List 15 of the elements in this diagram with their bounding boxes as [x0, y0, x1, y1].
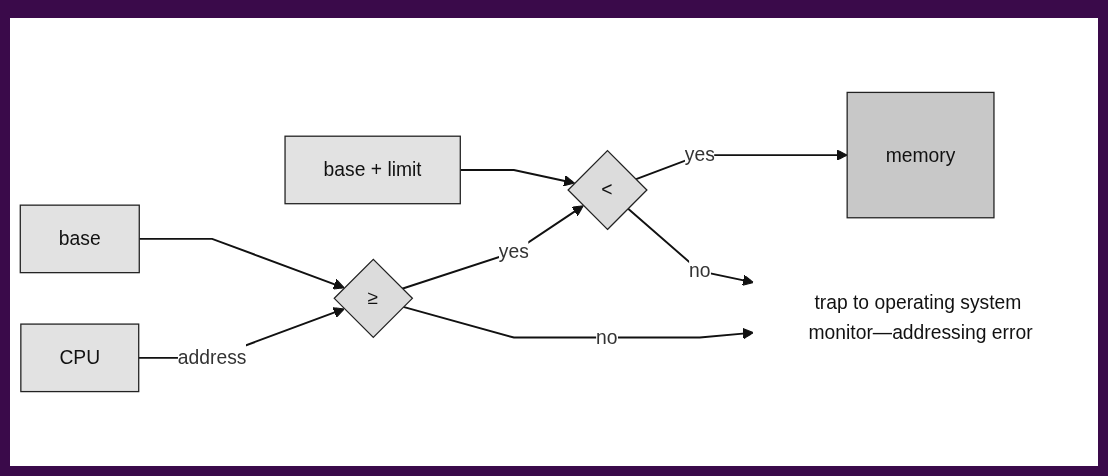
- node-box: base: [19, 204, 140, 274]
- edge-label: no: [596, 325, 618, 348]
- node-diamond: ≥: [333, 258, 414, 339]
- node-box: CPU: [20, 323, 140, 393]
- edge-label: address: [177, 345, 247, 368]
- node-text: trap to operating system monitor—addressing error: [808, 291, 1033, 342]
- node-diamond: <: [567, 149, 648, 231]
- arrow: [401, 205, 584, 290]
- edge-label: yes: [684, 143, 715, 166]
- arrow: [626, 207, 754, 286]
- node-box: memory: [846, 91, 995, 219]
- edge-label: no: [689, 259, 711, 282]
- arrow: [402, 305, 754, 340]
- node-box: base + limit: [284, 135, 461, 205]
- edge-label: yes: [498, 240, 529, 263]
